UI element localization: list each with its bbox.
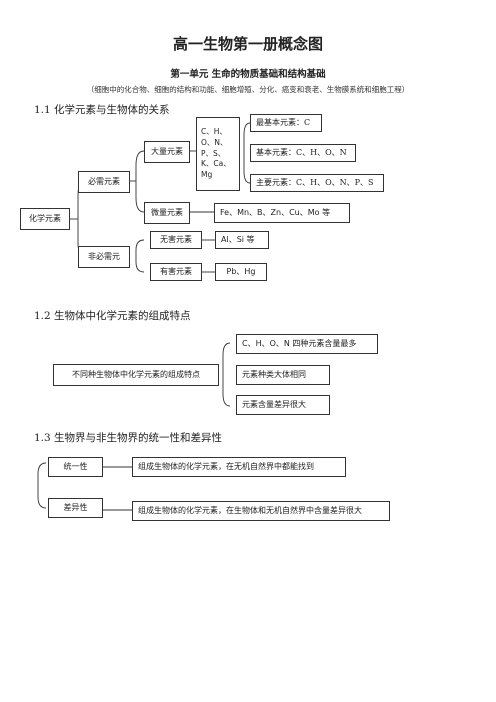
scope-note: （细胞中的化合物、细胞的结构和功能、细胞增殖、分化、癌变和衰老、生物膜系统和细胞… <box>86 85 410 94</box>
node-chemical-elements: 化学元素 <box>20 208 70 230</box>
macro-item: K、Ca、 <box>201 159 231 169</box>
section-1-heading: 1.1 化学元素与生物体的关系 <box>34 104 170 116</box>
node-harmless: 无害元素 <box>150 231 202 249</box>
node-micro-list: Fe、Mn、B、Zn、Cu、Mo 等 <box>214 203 350 223</box>
node-feature-cHON: C、H、O、N 四种元素含量最多 <box>236 334 378 354</box>
node-essential: 必需元素 <box>78 171 130 193</box>
node-harmful-list: Pb、Hg <box>215 263 267 281</box>
section-2-heading: 1.2 生物体中化学元素的组成特点 <box>34 310 191 322</box>
node-composition-features: 不同种生物体中化学元素的组成特点 <box>53 364 219 386</box>
macro-item: Mg <box>201 170 213 180</box>
node-unity-desc: 组成生物体的化学元素，在无机自然界中都能找到 <box>132 457 346 477</box>
node-harmful: 有害元素 <box>150 263 202 281</box>
macro-item: C、H、 <box>201 126 227 136</box>
node-difference-desc: 组成生物体的化学元素，在生物体和无机自然界中含量差异很大 <box>132 501 390 521</box>
node-harmless-list: Al、Si 等 <box>215 231 269 249</box>
macro-item: O、N、 <box>201 137 228 147</box>
node-difference: 差异性 <box>48 498 103 518</box>
node-unity: 统一性 <box>48 457 103 477</box>
node-macro-elements: 大量元素 <box>144 141 190 163</box>
node-basic: 基本元素：C、H、O、N <box>250 144 356 162</box>
unit-subtitle: 第一单元 生命的物质基础和结构基础 <box>170 69 326 80</box>
node-main: 主要元素：C、H、O、N、P、S <box>250 174 384 192</box>
macro-item: P、S、 <box>201 148 226 158</box>
page-title: 高一生物第一册概念图 <box>172 35 323 53</box>
node-feature-same-types: 元素种类大体相同 <box>236 365 330 385</box>
node-nonessential: 非必需元 <box>78 246 130 268</box>
node-macro-list: C、H、 O、N、 P、S、 K、Ca、 Mg <box>196 117 240 191</box>
node-most-basic: 最基本元素：C <box>250 114 322 132</box>
node-micro-elements: 微量元素 <box>144 202 190 224</box>
node-feature-diff-content: 元素含量差异很大 <box>236 395 330 415</box>
section-3-heading: 1.3 生物界与非生物界的统一性和差异性 <box>34 432 223 444</box>
